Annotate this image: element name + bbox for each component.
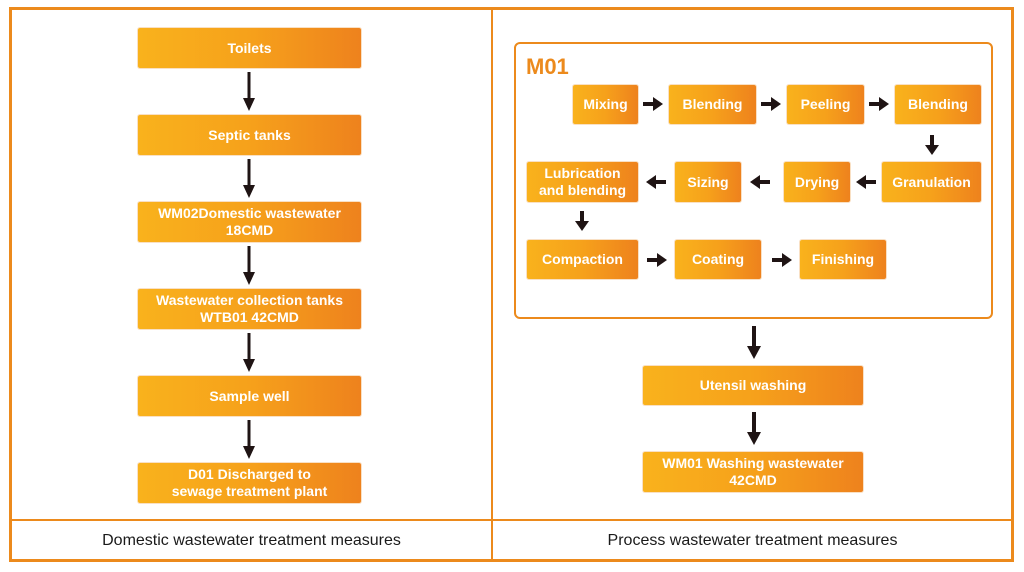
step-sample-well: Sample well bbox=[138, 376, 361, 416]
right-caption: Process wastewater treatment measures bbox=[607, 532, 898, 549]
step-blending-2-label: Blending bbox=[908, 96, 968, 112]
arrow-right-icon bbox=[761, 97, 781, 111]
arrow-right-icon bbox=[772, 253, 792, 267]
step-lubrication-label: Lubrication and blending bbox=[538, 165, 627, 198]
step-compaction: Compaction bbox=[527, 240, 638, 279]
step-collection-tanks-label: Wastewater collection tanks WTB01 42CMD bbox=[156, 292, 343, 325]
caption-divider bbox=[10, 519, 1013, 521]
panel-divider bbox=[491, 8, 493, 561]
step-peeling-label: Peeling bbox=[800, 96, 851, 112]
step-toilets-label: Toilets bbox=[227, 39, 272, 56]
arrow-down-icon bbox=[243, 246, 255, 285]
arrow-left-icon bbox=[646, 175, 666, 189]
step-collection-tanks: Wastewater collection tanks WTB01 42CMD bbox=[138, 289, 361, 329]
step-granulation-label: Granulation bbox=[892, 173, 971, 190]
step-coating: Coating bbox=[675, 240, 761, 279]
step-utensil-washing: Utensil washing bbox=[643, 366, 863, 405]
step-washing-wastewater: WM01 Washing wastewater 42CMD bbox=[643, 452, 863, 492]
step-discharged-label: D01 Discharged to sewage treatment plant bbox=[171, 466, 328, 499]
step-peeling: Peeling bbox=[787, 85, 864, 124]
arrow-down-icon bbox=[925, 135, 939, 155]
m01-title: M01 bbox=[526, 54, 569, 79]
step-coating-label: Coating bbox=[691, 251, 745, 267]
step-blending-1-label: Blending bbox=[682, 96, 743, 112]
arrow-down-icon bbox=[575, 211, 589, 231]
arrow-right-icon bbox=[647, 253, 667, 267]
step-drying: Drying bbox=[784, 162, 850, 202]
step-domestic-wastewater-label: WM02Domestic wastewater 18CMD bbox=[158, 205, 341, 238]
step-compaction-label: Compaction bbox=[542, 251, 623, 267]
step-washing-wastewater-label: WM01 Washing wastewater 42CMD bbox=[662, 455, 844, 488]
step-lubrication: Lubrication and blending bbox=[527, 162, 638, 202]
arrow-down-icon bbox=[243, 159, 255, 198]
step-drying-label: Drying bbox=[794, 173, 840, 190]
step-mixing-label: Mixing bbox=[583, 96, 628, 112]
arrow-down-icon bbox=[243, 420, 255, 459]
arrow-right-icon bbox=[643, 97, 663, 111]
step-granulation: Granulation bbox=[882, 162, 981, 202]
step-domestic-wastewater: WM02Domestic wastewater 18CMD bbox=[138, 202, 361, 242]
step-finishing: Finishing bbox=[800, 240, 886, 279]
arrow-down-icon bbox=[243, 72, 255, 111]
arrow-left-icon bbox=[856, 175, 876, 189]
step-finishing-label: Finishing bbox=[811, 251, 875, 267]
step-blending-1: Blending bbox=[669, 85, 756, 124]
step-sizing: Sizing bbox=[675, 162, 741, 202]
step-discharged: D01 Discharged to sewage treatment plant bbox=[138, 463, 361, 503]
left-caption: Domestic wastewater treatment measures bbox=[102, 532, 401, 549]
step-septic-tanks: Septic tanks bbox=[138, 115, 361, 155]
step-toilets: Toilets bbox=[138, 28, 361, 68]
step-sizing-label: Sizing bbox=[687, 173, 729, 190]
step-blending-2: Blending bbox=[895, 85, 981, 124]
arrow-right-icon bbox=[869, 97, 889, 111]
m01-group bbox=[514, 42, 993, 319]
arrow-down-icon bbox=[243, 333, 255, 372]
arrow-left-icon bbox=[750, 175, 770, 189]
step-septic-tanks-label: Septic tanks bbox=[208, 126, 291, 143]
step-sample-well-label: Sample well bbox=[209, 387, 290, 404]
step-utensil-washing-label: Utensil washing bbox=[699, 377, 807, 393]
arrow-down-icon bbox=[747, 412, 761, 445]
outer-frame bbox=[9, 7, 1014, 562]
step-mixing: Mixing bbox=[573, 85, 638, 124]
arrow-down-icon bbox=[747, 326, 761, 359]
